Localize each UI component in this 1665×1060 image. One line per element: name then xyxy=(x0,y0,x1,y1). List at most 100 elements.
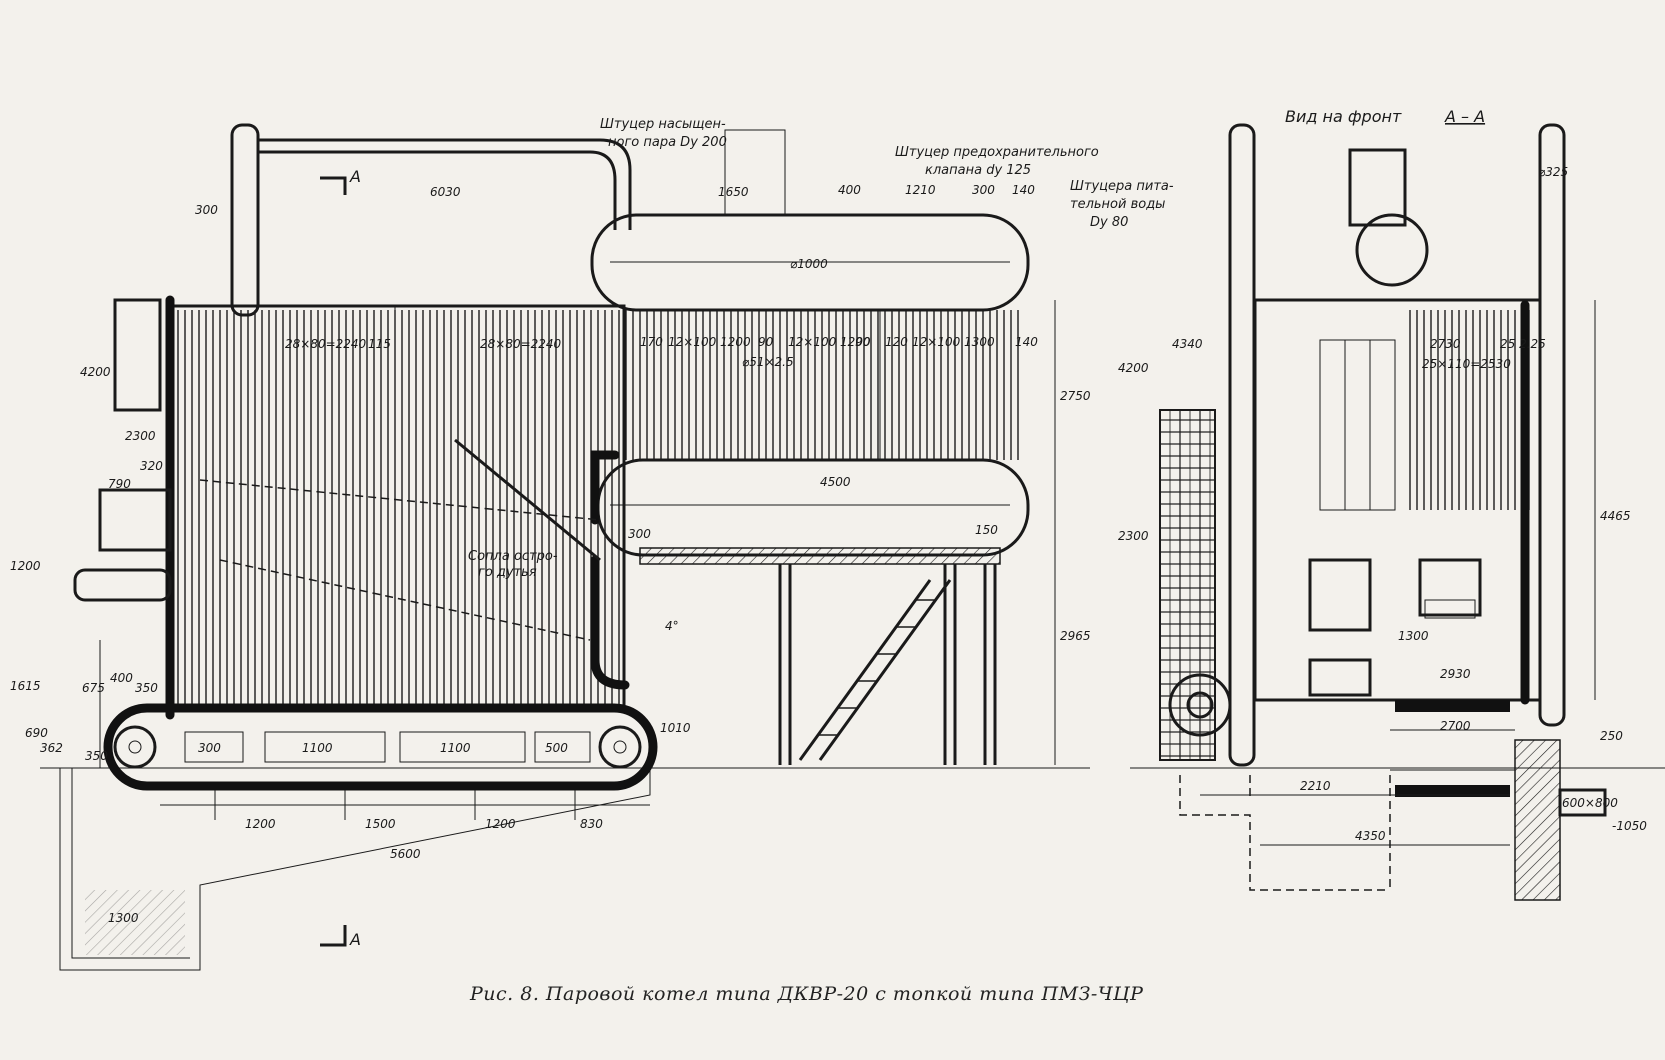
svg-text:12×100 1200: 12×100 1200 xyxy=(788,335,871,349)
front-right-riser xyxy=(1538,123,1566,727)
svg-text:300: 300 xyxy=(972,183,995,197)
coal-hopper xyxy=(98,488,172,552)
pit-hatching xyxy=(85,890,185,955)
svg-text:го дутья: го дутья xyxy=(478,565,537,580)
note-saturated-steam: Штуцер насыщен- ного пара Dy 200 xyxy=(600,117,727,150)
svg-text:1200: 1200 xyxy=(10,559,41,573)
chain-grate xyxy=(103,703,658,791)
front-brick-wall xyxy=(1514,739,1561,901)
svg-text:1010: 1010 xyxy=(660,721,691,735)
svg-text:400: 400 xyxy=(838,183,861,197)
svg-text:1210: 1210 xyxy=(905,183,936,197)
svg-text:350: 350 xyxy=(85,749,108,763)
svg-text:25×110=2530: 25×110=2530 xyxy=(1422,357,1511,371)
svg-text:115: 115 xyxy=(368,337,391,351)
svg-text:1650: 1650 xyxy=(718,185,749,199)
svg-text:500: 500 xyxy=(545,741,568,755)
steam-line-top xyxy=(258,138,632,230)
svg-text:1300: 1300 xyxy=(108,911,139,925)
svg-text:170: 170 xyxy=(640,335,663,349)
figure-caption: Рис. 8. Паровой котел типа ДКВР-20 с топ… xyxy=(470,983,1144,1005)
svg-text:-1050: -1050 xyxy=(1612,819,1647,833)
svg-text:1200: 1200 xyxy=(245,817,276,831)
blower-fan xyxy=(1168,673,1232,737)
section-mark-bottom: A xyxy=(349,930,361,949)
svg-text:2210: 2210 xyxy=(1300,779,1331,793)
front-tube-bank xyxy=(1405,310,1530,510)
svg-text:1100: 1100 xyxy=(302,741,333,755)
side-view: A A Штуцер насыщен- ного пара Dy 200 Шту… xyxy=(10,117,1174,971)
front-dimensions: ⌀325 4340 4200 2300 2730 25 2.25 25×110=… xyxy=(1118,165,1647,843)
svg-text:675: 675 xyxy=(82,681,105,695)
svg-text:тельной воды: тельной воды xyxy=(1070,197,1165,212)
section-mark-top: A xyxy=(349,167,361,186)
furnace-screen-tubes xyxy=(175,310,620,705)
front-left-riser xyxy=(1228,123,1256,767)
drum-nozzle-block xyxy=(724,129,786,216)
svg-text:Dy 80: Dy 80 xyxy=(1090,215,1128,230)
note-overfire-air: Сопла остро- го дутья xyxy=(468,549,558,580)
svg-text:⌀325: ⌀325 xyxy=(1538,165,1568,179)
svg-text:150: 150 xyxy=(975,523,998,537)
svg-text:Штуцера пита-: Штуцера пита- xyxy=(1070,179,1174,194)
svg-text:2730: 2730 xyxy=(1430,337,1461,351)
svg-text:300: 300 xyxy=(195,203,218,217)
svg-text:Штуцер насыщен-: Штуцер насыщен- xyxy=(600,117,726,132)
svg-text:4465: 4465 xyxy=(1600,509,1631,523)
svg-text:300: 300 xyxy=(198,741,221,755)
svg-text:⌀1000: ⌀1000 xyxy=(790,257,828,271)
svg-text:4340: 4340 xyxy=(1172,337,1203,351)
svg-text:1500: 1500 xyxy=(365,817,396,831)
svg-text:2700: 2700 xyxy=(1440,719,1471,733)
svg-text:28×80=2240: 28×80=2240 xyxy=(285,337,367,351)
svg-text:600×800: 600×800 xyxy=(1562,796,1618,810)
svg-text:12×100 1200: 12×100 1200 xyxy=(668,335,751,349)
svg-text:2300: 2300 xyxy=(125,429,156,443)
svg-text:4500: 4500 xyxy=(820,475,851,489)
svg-text:4200: 4200 xyxy=(80,365,111,379)
svg-text:250: 250 xyxy=(1600,729,1623,743)
svg-text:140: 140 xyxy=(1015,335,1038,349)
svg-text:140: 140 xyxy=(1012,183,1035,197)
side-dimensions: 6030 300 1650 400 1210 300 140 28×80=224… xyxy=(10,183,1091,925)
svg-text:5600: 5600 xyxy=(390,847,421,861)
svg-text:1615: 1615 xyxy=(10,679,41,693)
svg-text:90: 90 xyxy=(758,335,774,349)
svg-text:клапана dy 125: клапана dy 125 xyxy=(925,163,1031,178)
svg-text:120: 120 xyxy=(885,335,908,349)
svg-text:362: 362 xyxy=(40,741,63,755)
lower-drum xyxy=(596,458,1030,557)
svg-text:1200: 1200 xyxy=(485,817,516,831)
svg-text:2965: 2965 xyxy=(1060,629,1091,643)
svg-text:25 2.25: 25 2.25 xyxy=(1500,337,1546,351)
svg-text:28×80=2240: 28×80=2240 xyxy=(480,337,562,351)
svg-text:1300: 1300 xyxy=(1398,629,1429,643)
svg-text:2300: 2300 xyxy=(1118,529,1149,543)
svg-text:Штуцер предохранительного: Штуцер предохранительного xyxy=(895,145,1099,160)
svg-text:90: 90 xyxy=(855,335,871,349)
svg-text:1100: 1100 xyxy=(440,741,471,755)
svg-text:2750: 2750 xyxy=(1060,389,1091,403)
note-safety-valve: Штуцер предохранительного клапана dy 125 xyxy=(895,145,1099,178)
front-view: Вид на фронт А – А ⌀325 4340 4200 2300 2… xyxy=(1118,107,1665,901)
section-title: А – А xyxy=(1444,107,1485,126)
svg-text:400: 400 xyxy=(110,671,133,685)
svg-text:6030: 6030 xyxy=(430,185,461,199)
svg-text:2930: 2930 xyxy=(1440,667,1471,681)
convective-tube-bank xyxy=(625,310,1020,460)
svg-text:⌀51×2.5: ⌀51×2.5 xyxy=(742,355,794,369)
note-feed-water: Штуцера пита- тельной воды Dy 80 xyxy=(1070,179,1174,230)
svg-text:300: 300 xyxy=(628,527,651,541)
svg-text:ного пара Dy 200: ного пара Dy 200 xyxy=(608,135,727,150)
svg-text:320: 320 xyxy=(140,459,163,473)
left-riser-pipe xyxy=(230,123,260,317)
front-nozzle-box xyxy=(1348,148,1407,227)
svg-text:4200: 4200 xyxy=(1118,361,1149,375)
svg-text:350: 350 xyxy=(135,681,158,695)
svg-text:12×100 1300: 12×100 1300 xyxy=(912,335,995,349)
svg-text:4350: 4350 xyxy=(1355,829,1386,843)
svg-text:790: 790 xyxy=(108,477,131,491)
svg-text:Сопла остро-: Сопла остро- xyxy=(468,549,558,564)
front-view-title: Вид на фронт xyxy=(1285,107,1402,126)
